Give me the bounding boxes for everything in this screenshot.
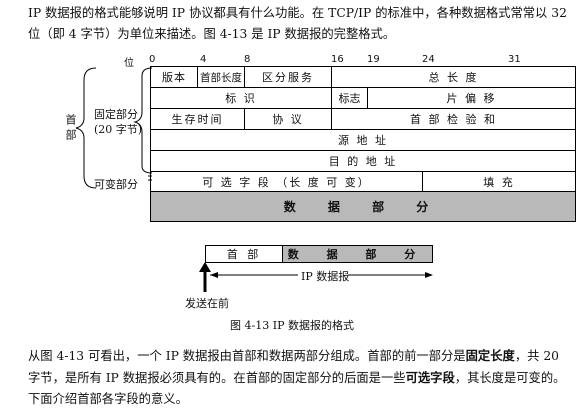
- bit-0: 0: [149, 54, 156, 65]
- field-ttl: 生存时间: [151, 109, 245, 130]
- bit-16: 16: [331, 54, 344, 65]
- bar-header: 首 部: [205, 245, 283, 263]
- bit-24: 24: [422, 54, 435, 65]
- send-first-label: 发送在前: [185, 297, 229, 310]
- bit-19: 19: [367, 54, 380, 65]
- bit-label: 位: [124, 58, 134, 69]
- body-text-3: ，其长度是可变的。下面介绍首部各字段的意义。: [28, 371, 566, 406]
- field-padding: 填 充: [423, 172, 576, 192]
- body-paragraph: 从图 4-13 可看出，一个 IP 数据报由首部和数据两部分组成。首部的前一部分…: [28, 345, 574, 410]
- bold-optional-fields: 可选字段: [405, 370, 455, 385]
- body-text-1: 从图 4-13 可看出，一个 IP 数据报由首部和数据两部分组成。首部的前一部分…: [28, 349, 466, 363]
- bit-8: 8: [244, 54, 251, 65]
- body-text-2: ，共 20 字节，是所有 IP 数据报必须具有的。在首部的固定部分的后面是一些: [28, 349, 559, 385]
- field-protocol: 协 议: [245, 109, 332, 130]
- bar-data: 数 据 部 分: [283, 245, 433, 263]
- field-dscp: 区分服务: [245, 67, 332, 88]
- figure-caption: 图 4-13 IP 数据报的格式: [230, 319, 354, 332]
- datagram-label: IP 数据报: [301, 270, 350, 283]
- bit-4: 4: [200, 54, 207, 65]
- field-fragment-offset: 片 偏 移: [368, 88, 576, 109]
- bold-fixed-length: 固定长度: [465, 348, 515, 363]
- field-flags: 标志: [332, 88, 368, 109]
- field-header-length: 首部长度: [198, 67, 245, 88]
- ip-header-grid: 版本 首部长度 区分服务 总 长 度 标 识 标志 片 偏 移 生存时间 协 议…: [150, 66, 576, 192]
- intro-paragraph: IP 数据报的格式能够说明 IP 协议都具有什么功能。在 TCP/IP 的标准中…: [28, 6, 567, 41]
- field-source-address: 源 地 址: [151, 130, 576, 151]
- fixed-bytes-label: (20 字节): [94, 123, 143, 136]
- field-options: 可 选 字 段 （长 度 可 变）: [151, 172, 423, 192]
- field-header-checksum: 首 部 检 验 和: [332, 109, 576, 130]
- field-identification: 标 识: [151, 88, 332, 109]
- field-destination-address: 目 的 地 址: [151, 151, 576, 172]
- bit-31: 31: [508, 54, 521, 65]
- field-version: 版本: [151, 67, 198, 88]
- header-side-label: 首部: [64, 114, 77, 144]
- field-total-length: 总 长 度: [332, 67, 576, 88]
- data-part-row: 数 据 部 分: [150, 191, 576, 222]
- variable-part-label: 可变部分: [94, 178, 138, 191]
- fixed-part-label: 固定部分: [94, 108, 138, 121]
